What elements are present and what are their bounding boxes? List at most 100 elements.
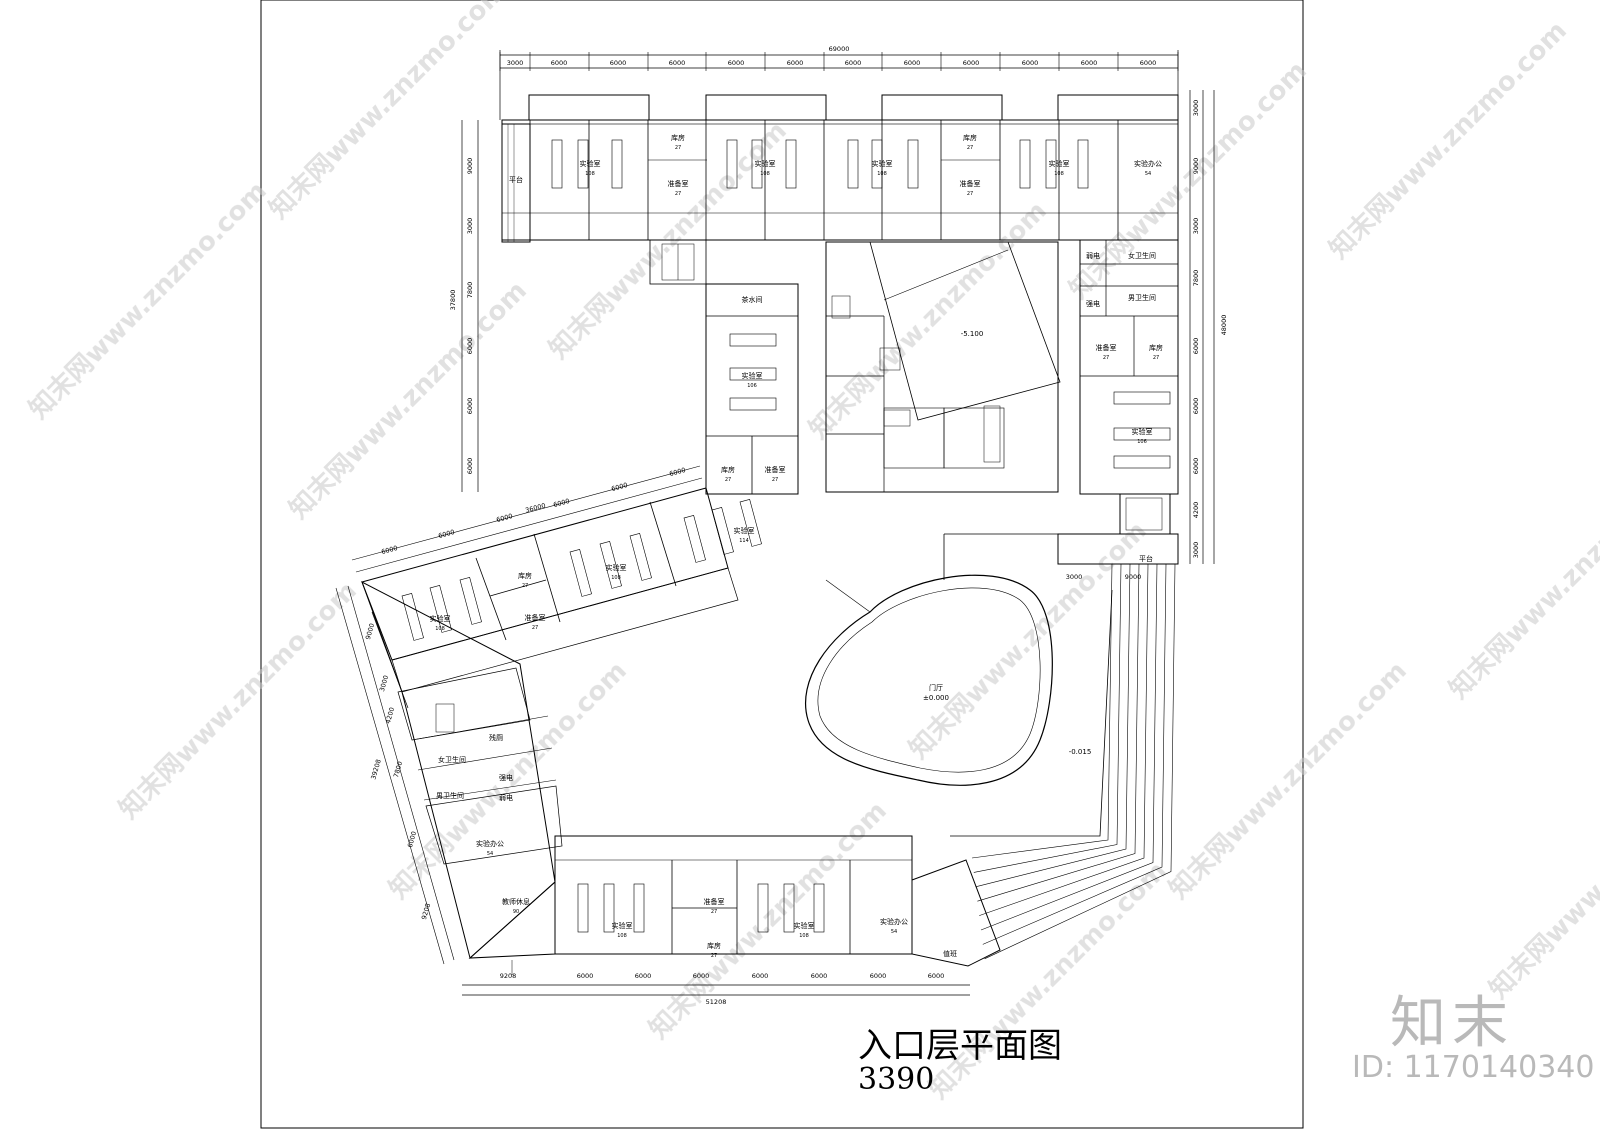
- room-label: 实验室: [1132, 427, 1153, 436]
- watermark-text: 知末网www.znzmo.com: [1484, 756, 1600, 1005]
- room-label: 106: [1137, 439, 1147, 445]
- room-label: 27: [522, 583, 528, 589]
- room-label: 实验办公: [1134, 159, 1162, 168]
- room-label: 实验室: [612, 921, 633, 930]
- room-label: 值班: [943, 949, 957, 958]
- room-label: 54: [891, 929, 897, 935]
- room-label: 平台: [509, 175, 523, 184]
- room-label: 54: [1145, 171, 1151, 177]
- room-label: 108: [617, 933, 627, 939]
- dim-left-seg: 6000: [466, 398, 474, 415]
- room-label: 27: [967, 145, 973, 151]
- lab-bench: [683, 515, 706, 563]
- wing-dimension-lines: [335, 465, 703, 965]
- brand-id: ID: 1170140340: [1352, 1050, 1595, 1085]
- lab-bench: [459, 577, 482, 625]
- lab-bench: [599, 541, 622, 589]
- watermark-text: 知末网www.znzmo.com: [264, 0, 513, 225]
- lab-bench: [847, 139, 859, 189]
- room-label: 女卫生间: [1128, 251, 1156, 260]
- lab-bench: [751, 139, 763, 189]
- lab-bench: [785, 139, 797, 189]
- lab-bench: [726, 139, 738, 189]
- dim-bottom-seg: 6000: [811, 972, 828, 980]
- room-label: 强电: [499, 773, 513, 782]
- lab-bench: [739, 499, 762, 547]
- dim-top-seg: 6000: [669, 59, 686, 67]
- dim-top-seg: 6000: [728, 59, 745, 67]
- right-dimension-chain: [1189, 90, 1215, 564]
- watermark-text: 知末网www.znzmo.com: [924, 856, 1173, 1105]
- plan-title: 入口层平面图: [858, 1026, 1062, 1066]
- watermark-text: 知末网www.znzmo.com: [804, 196, 1053, 445]
- dim-top-seg: 6000: [1140, 59, 1157, 67]
- dim-right-seg: 3000: [1192, 100, 1200, 117]
- dim-left-total: 37800: [449, 290, 457, 311]
- lab-bench: [907, 139, 919, 189]
- dim-top-seg: 6000: [551, 59, 568, 67]
- dim-top-seg: 6000: [845, 59, 862, 67]
- room-label: 实验室: [734, 526, 755, 535]
- room-label: 库房: [1149, 343, 1163, 352]
- south-wing: [468, 835, 1001, 975]
- watermark-text: 知末网www.znzmo.com: [284, 276, 533, 525]
- room-label: 实验室: [872, 159, 893, 168]
- bottom-dimension-chain: [462, 984, 970, 996]
- room-label: 106: [747, 383, 757, 389]
- room-label: 准备室: [525, 613, 546, 622]
- sunken-courtyard: [825, 241, 1061, 493]
- room-label: 茶水间: [742, 295, 763, 304]
- room-label: 平台: [1139, 554, 1153, 563]
- lab-bench: [603, 883, 615, 933]
- dim-left-seg: 6000: [466, 338, 474, 355]
- dim-top-seg: 6000: [1081, 59, 1098, 67]
- watermark-text: 知末网www.znzmo.com: [1064, 56, 1313, 305]
- room-label: 准备室: [704, 897, 725, 906]
- room-label: 库房: [721, 465, 735, 474]
- room-label: 108: [1054, 171, 1064, 177]
- watermark-text: 知末网www.znzmo.com: [1164, 656, 1413, 905]
- room-label: 108: [435, 626, 445, 632]
- courtyard-level: -5.100: [961, 330, 984, 338]
- room-label: 实验办公: [880, 917, 908, 926]
- dim-bottom-seg: 6000: [928, 972, 945, 980]
- lab-bench: [757, 883, 769, 933]
- dim-right-seg: 6000: [1192, 338, 1200, 355]
- room-label: 强电: [1086, 299, 1100, 308]
- room-label: 库房: [963, 133, 977, 142]
- lab-bench: [577, 139, 589, 189]
- dim-wing-left-total: 39208: [369, 758, 382, 780]
- step-line: [980, 563, 1158, 931]
- room-label: 实验室: [755, 159, 776, 168]
- dim-right-small-1: 3000: [1066, 573, 1083, 581]
- dim-top-seg: 3000: [507, 59, 524, 67]
- room-label: 90: [513, 909, 519, 915]
- room-label: 弱电: [1086, 251, 1100, 260]
- brand-logo: 知末: [1390, 991, 1514, 1056]
- left-dimension-chain: [461, 120, 479, 492]
- plan-code: 3390: [858, 1062, 935, 1097]
- room-label: 27: [711, 953, 717, 959]
- watermark-text: 知末网www.znzmo.com: [24, 176, 273, 425]
- lab-bench: [871, 139, 883, 189]
- dim-bottom-total: 51208: [706, 998, 727, 1006]
- dim-top-seg: 6000: [610, 59, 627, 67]
- lobby-level: ±0.000: [923, 694, 949, 702]
- room-label: 27: [675, 191, 681, 197]
- room-label: 实验室: [1049, 159, 1070, 168]
- lobby-name: 门厅: [929, 683, 943, 692]
- step-line: [984, 563, 1176, 960]
- dim-wing-seg: 6000: [495, 512, 513, 524]
- sheet-border: [260, 0, 1304, 1129]
- room-label: 实验室: [794, 921, 815, 930]
- room-label: 27: [675, 145, 681, 151]
- room-label: 库房: [518, 571, 532, 580]
- dim-wing-seg: 6000: [437, 528, 455, 540]
- watermark-text: 知末网www.znzmo.com: [114, 576, 363, 825]
- dim-left-seg: 7800: [466, 282, 474, 299]
- room-label: 库房: [671, 133, 685, 142]
- north-wing: [501, 94, 1179, 243]
- dim-top-seg: 6000: [963, 59, 980, 67]
- room-label: 27: [967, 191, 973, 197]
